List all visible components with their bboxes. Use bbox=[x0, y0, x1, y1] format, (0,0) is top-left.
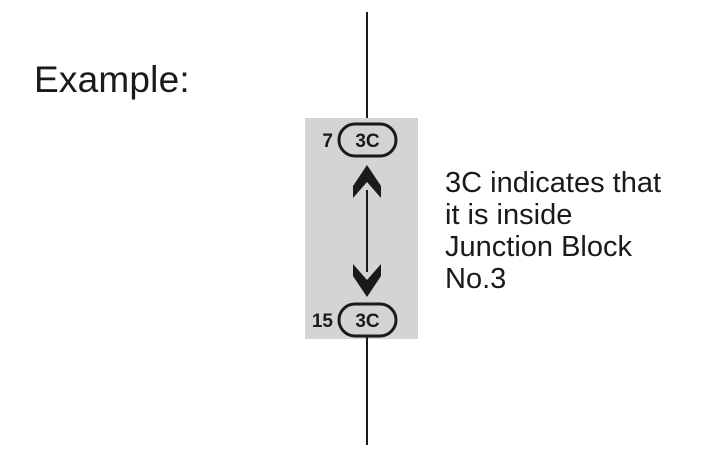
example-heading: Example: bbox=[34, 59, 190, 100]
top-connector-code: 3C bbox=[355, 131, 380, 152]
down-arrow-icon bbox=[353, 264, 381, 297]
bottom-connector-pin: 15 bbox=[312, 311, 334, 332]
junction-block-note: 3C indicates that it is inside Junction … bbox=[445, 167, 661, 295]
note-line: it is inside bbox=[445, 199, 573, 231]
bottom-connector-code: 3C bbox=[355, 311, 380, 332]
note-line: 3C indicates that bbox=[445, 167, 662, 199]
top-connector-pin: 7 bbox=[322, 131, 333, 152]
top-connector: 3C 7 bbox=[322, 122, 398, 158]
note-line: Junction Block bbox=[445, 231, 632, 263]
bottom-connector: 3C 15 bbox=[312, 302, 398, 338]
up-arrow-icon bbox=[353, 165, 381, 198]
note-line: No.3 bbox=[445, 263, 507, 295]
